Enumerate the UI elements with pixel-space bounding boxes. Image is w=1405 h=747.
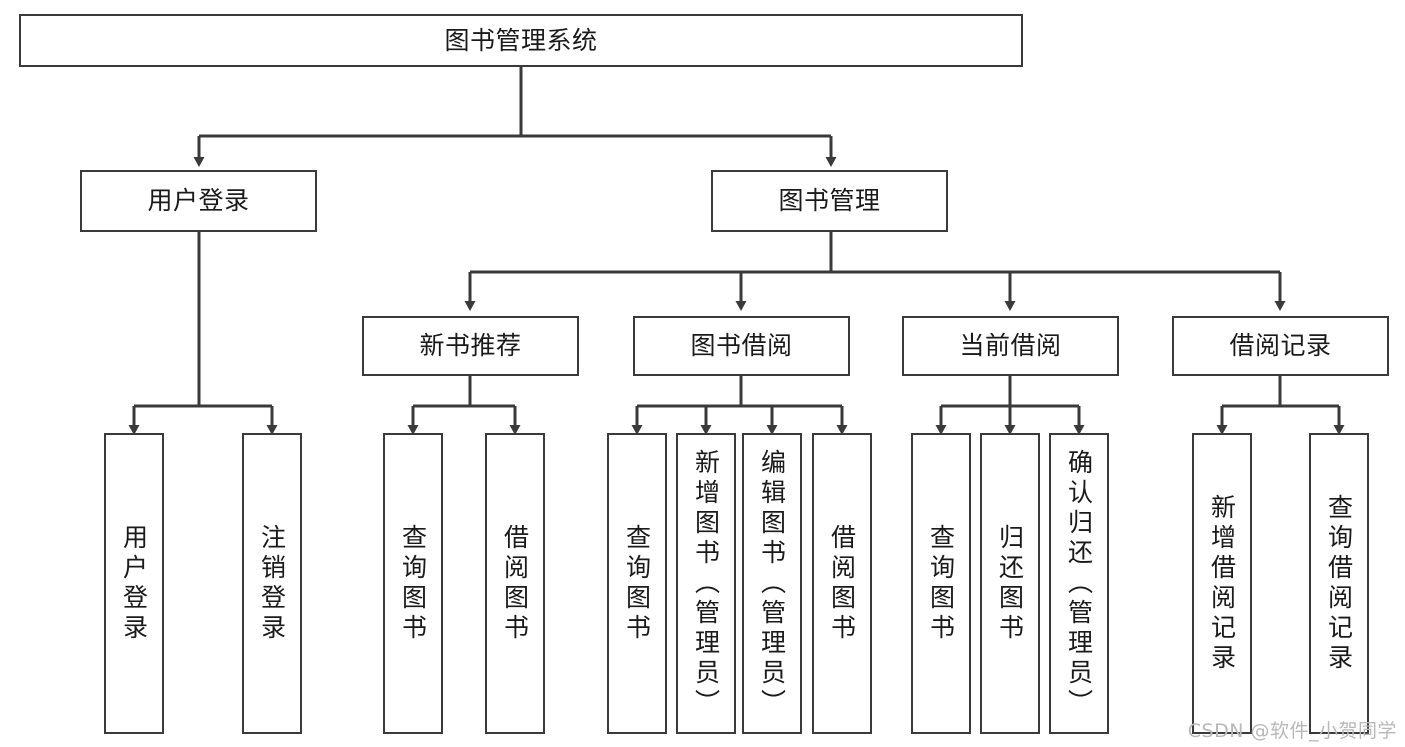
node-book-borrow[interactable]: 图书借阅 — [633, 316, 850, 376]
node-leaf-borrow-book-2[interactable]: 借阅图书 — [812, 433, 872, 734]
node-leaf-add-record[interactable]: 新增借阅记录 — [1192, 433, 1252, 734]
node-leaf-query-book-3-label: 查询图书 — [926, 523, 956, 644]
node-new-book-rec-label: 新书推荐 — [419, 331, 522, 361]
node-root-label: 图书管理系统 — [444, 25, 598, 55]
node-user-login-label: 用户登录 — [147, 186, 250, 216]
node-leaf-query-book-1-label: 查询图书 — [398, 523, 428, 644]
node-leaf-confirm-return-label: 确认归还（管理员） — [1064, 448, 1094, 719]
node-borrow-record[interactable]: 借阅记录 — [1172, 316, 1389, 376]
node-leaf-confirm-return[interactable]: 确认归还（管理员） — [1049, 433, 1109, 734]
csdn-watermark: CSDN @软件_小贺同学 — [1187, 720, 1397, 742]
node-leaf-user-login-label: 用户登录 — [119, 523, 149, 644]
node-book-manage[interactable]: 图书管理 — [711, 170, 948, 232]
node-current-borrow[interactable]: 当前借阅 — [902, 316, 1119, 376]
node-leaf-query-record[interactable]: 查询借阅记录 — [1309, 433, 1369, 734]
node-leaf-borrow-book-1[interactable]: 借阅图书 — [485, 433, 545, 734]
node-current-borrow-label: 当前借阅 — [959, 331, 1062, 361]
node-leaf-edit-book[interactable]: 编辑图书（管理员） — [742, 433, 802, 734]
node-new-book-rec[interactable]: 新书推荐 — [362, 316, 579, 376]
node-leaf-user-logout[interactable]: 注销登录 — [242, 433, 302, 734]
node-leaf-query-book-3[interactable]: 查询图书 — [911, 433, 971, 734]
node-leaf-edit-book-label: 编辑图书（管理员） — [757, 448, 787, 719]
node-leaf-add-book-label: 新增图书（管理员） — [691, 448, 721, 719]
node-leaf-return-book[interactable]: 归还图书 — [980, 433, 1040, 734]
node-leaf-query-book-2-label: 查询图书 — [622, 523, 652, 644]
node-leaf-add-book[interactable]: 新增图书（管理员） — [676, 433, 736, 734]
node-leaf-user-login[interactable]: 用户登录 — [104, 433, 164, 734]
node-user-login[interactable]: 用户登录 — [80, 170, 317, 232]
node-borrow-record-label: 借阅记录 — [1229, 331, 1332, 361]
node-leaf-return-book-label: 归还图书 — [995, 523, 1025, 644]
node-leaf-user-logout-label: 注销登录 — [257, 523, 287, 644]
node-root[interactable]: 图书管理系统 — [19, 14, 1023, 67]
node-leaf-borrow-book-1-label: 借阅图书 — [500, 523, 530, 644]
node-leaf-query-book-2[interactable]: 查询图书 — [607, 433, 667, 734]
node-book-borrow-label: 图书借阅 — [690, 331, 793, 361]
node-leaf-add-record-label: 新增借阅记录 — [1207, 493, 1237, 674]
node-leaf-borrow-book-2-label: 借阅图书 — [827, 523, 857, 644]
node-leaf-query-record-label: 查询借阅记录 — [1324, 493, 1354, 674]
node-book-manage-label: 图书管理 — [778, 186, 881, 216]
node-leaf-query-book-1[interactable]: 查询图书 — [383, 433, 443, 734]
